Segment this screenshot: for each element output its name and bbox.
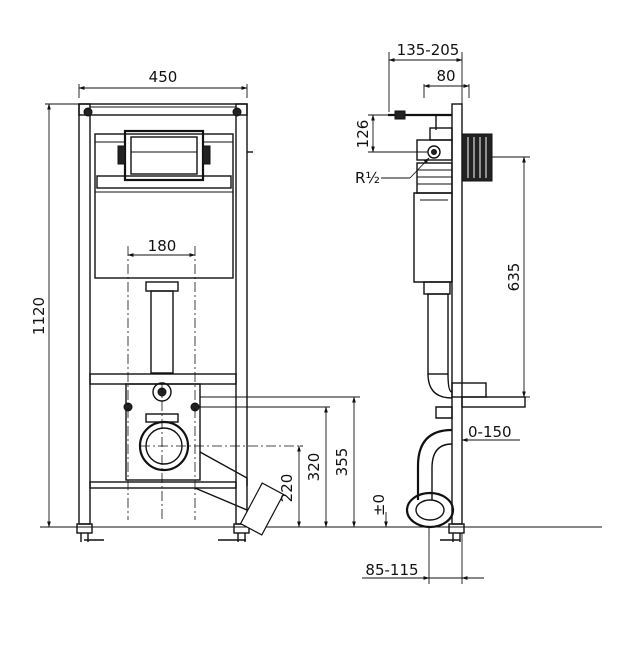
dim-85-115: 85-115 — [362, 527, 484, 584]
dim-80-label: 80 — [436, 67, 455, 85]
side-pan-connector — [405, 382, 526, 529]
dim-126-label: 126 — [354, 120, 372, 149]
side-supply — [388, 110, 453, 141]
dim-220-label: 220 — [278, 474, 296, 503]
dim-126: 126 — [354, 114, 428, 153]
side-flush-pipe — [423, 281, 453, 399]
pan-connector — [123, 382, 285, 536]
dim-1120-label: 1120 — [30, 297, 48, 335]
side-plate — [461, 133, 493, 182]
zero-level: ±0 — [370, 494, 392, 528]
dim-heights-front: 355 320 220 — [200, 396, 360, 528]
frame — [76, 103, 253, 542]
dim-1120: 1120 — [30, 103, 79, 528]
side-frame — [440, 103, 465, 542]
thread-label: R½ — [355, 169, 380, 187]
dim-180-label: 180 — [148, 237, 177, 255]
zero-label: ±0 — [370, 494, 388, 516]
front-view: 450 1120 180 355 320 220 — [30, 68, 602, 542]
dim-635: 635 — [486, 156, 530, 398]
dim-355-label: 355 — [333, 448, 351, 477]
dim-635-label: 635 — [505, 263, 523, 292]
dim-135-205: 135-205 — [388, 41, 463, 112]
thread-callout: R½ — [355, 157, 430, 187]
side-cistern — [413, 139, 453, 283]
dim-0-150-label: 0-150 — [468, 423, 512, 441]
cistern — [94, 129, 234, 279]
dim-85-115-label: 85-115 — [365, 561, 418, 579]
dim-135-205-label: 135-205 — [397, 41, 460, 59]
side-view: 135-205 80 126 R½ 635 — [354, 41, 530, 584]
flush-pipe — [145, 281, 179, 374]
dim-450-label: 450 — [149, 68, 178, 86]
dim-180: 180 — [127, 237, 196, 257]
dim-320-label: 320 — [305, 453, 323, 482]
dim-450: 450 — [78, 68, 248, 98]
dim-0-150: 0-150 — [461, 419, 520, 445]
dim-80: 80 — [423, 67, 470, 98]
